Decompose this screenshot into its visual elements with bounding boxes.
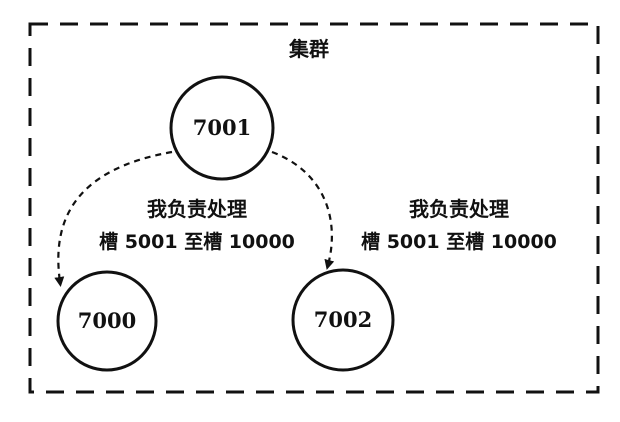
node-7000: 7000 xyxy=(56,270,158,372)
left-annotation-line1: 我负责处理 xyxy=(147,197,247,221)
node-label: 7001 xyxy=(193,115,251,140)
arrow-7001-to-7000 xyxy=(54,150,173,287)
node-7001: 7001 xyxy=(169,75,275,181)
node-label: 7002 xyxy=(314,307,372,332)
cluster-boundary xyxy=(28,22,600,394)
cluster-title: 集群 xyxy=(288,37,329,61)
right-annotation-line1: 我负责处理 xyxy=(409,197,509,221)
left-annotation-line2: 槽 5001 至槽 10000 xyxy=(99,230,295,253)
arrow-7001-to-7002 xyxy=(271,150,335,270)
node-circle xyxy=(291,268,395,372)
node-label: 7000 xyxy=(78,308,136,333)
right-annotation-line2: 槽 5001 至槽 10000 xyxy=(361,230,557,253)
node-circle xyxy=(56,270,158,372)
node-7002: 7002 xyxy=(291,268,395,372)
node-circle xyxy=(169,75,275,181)
